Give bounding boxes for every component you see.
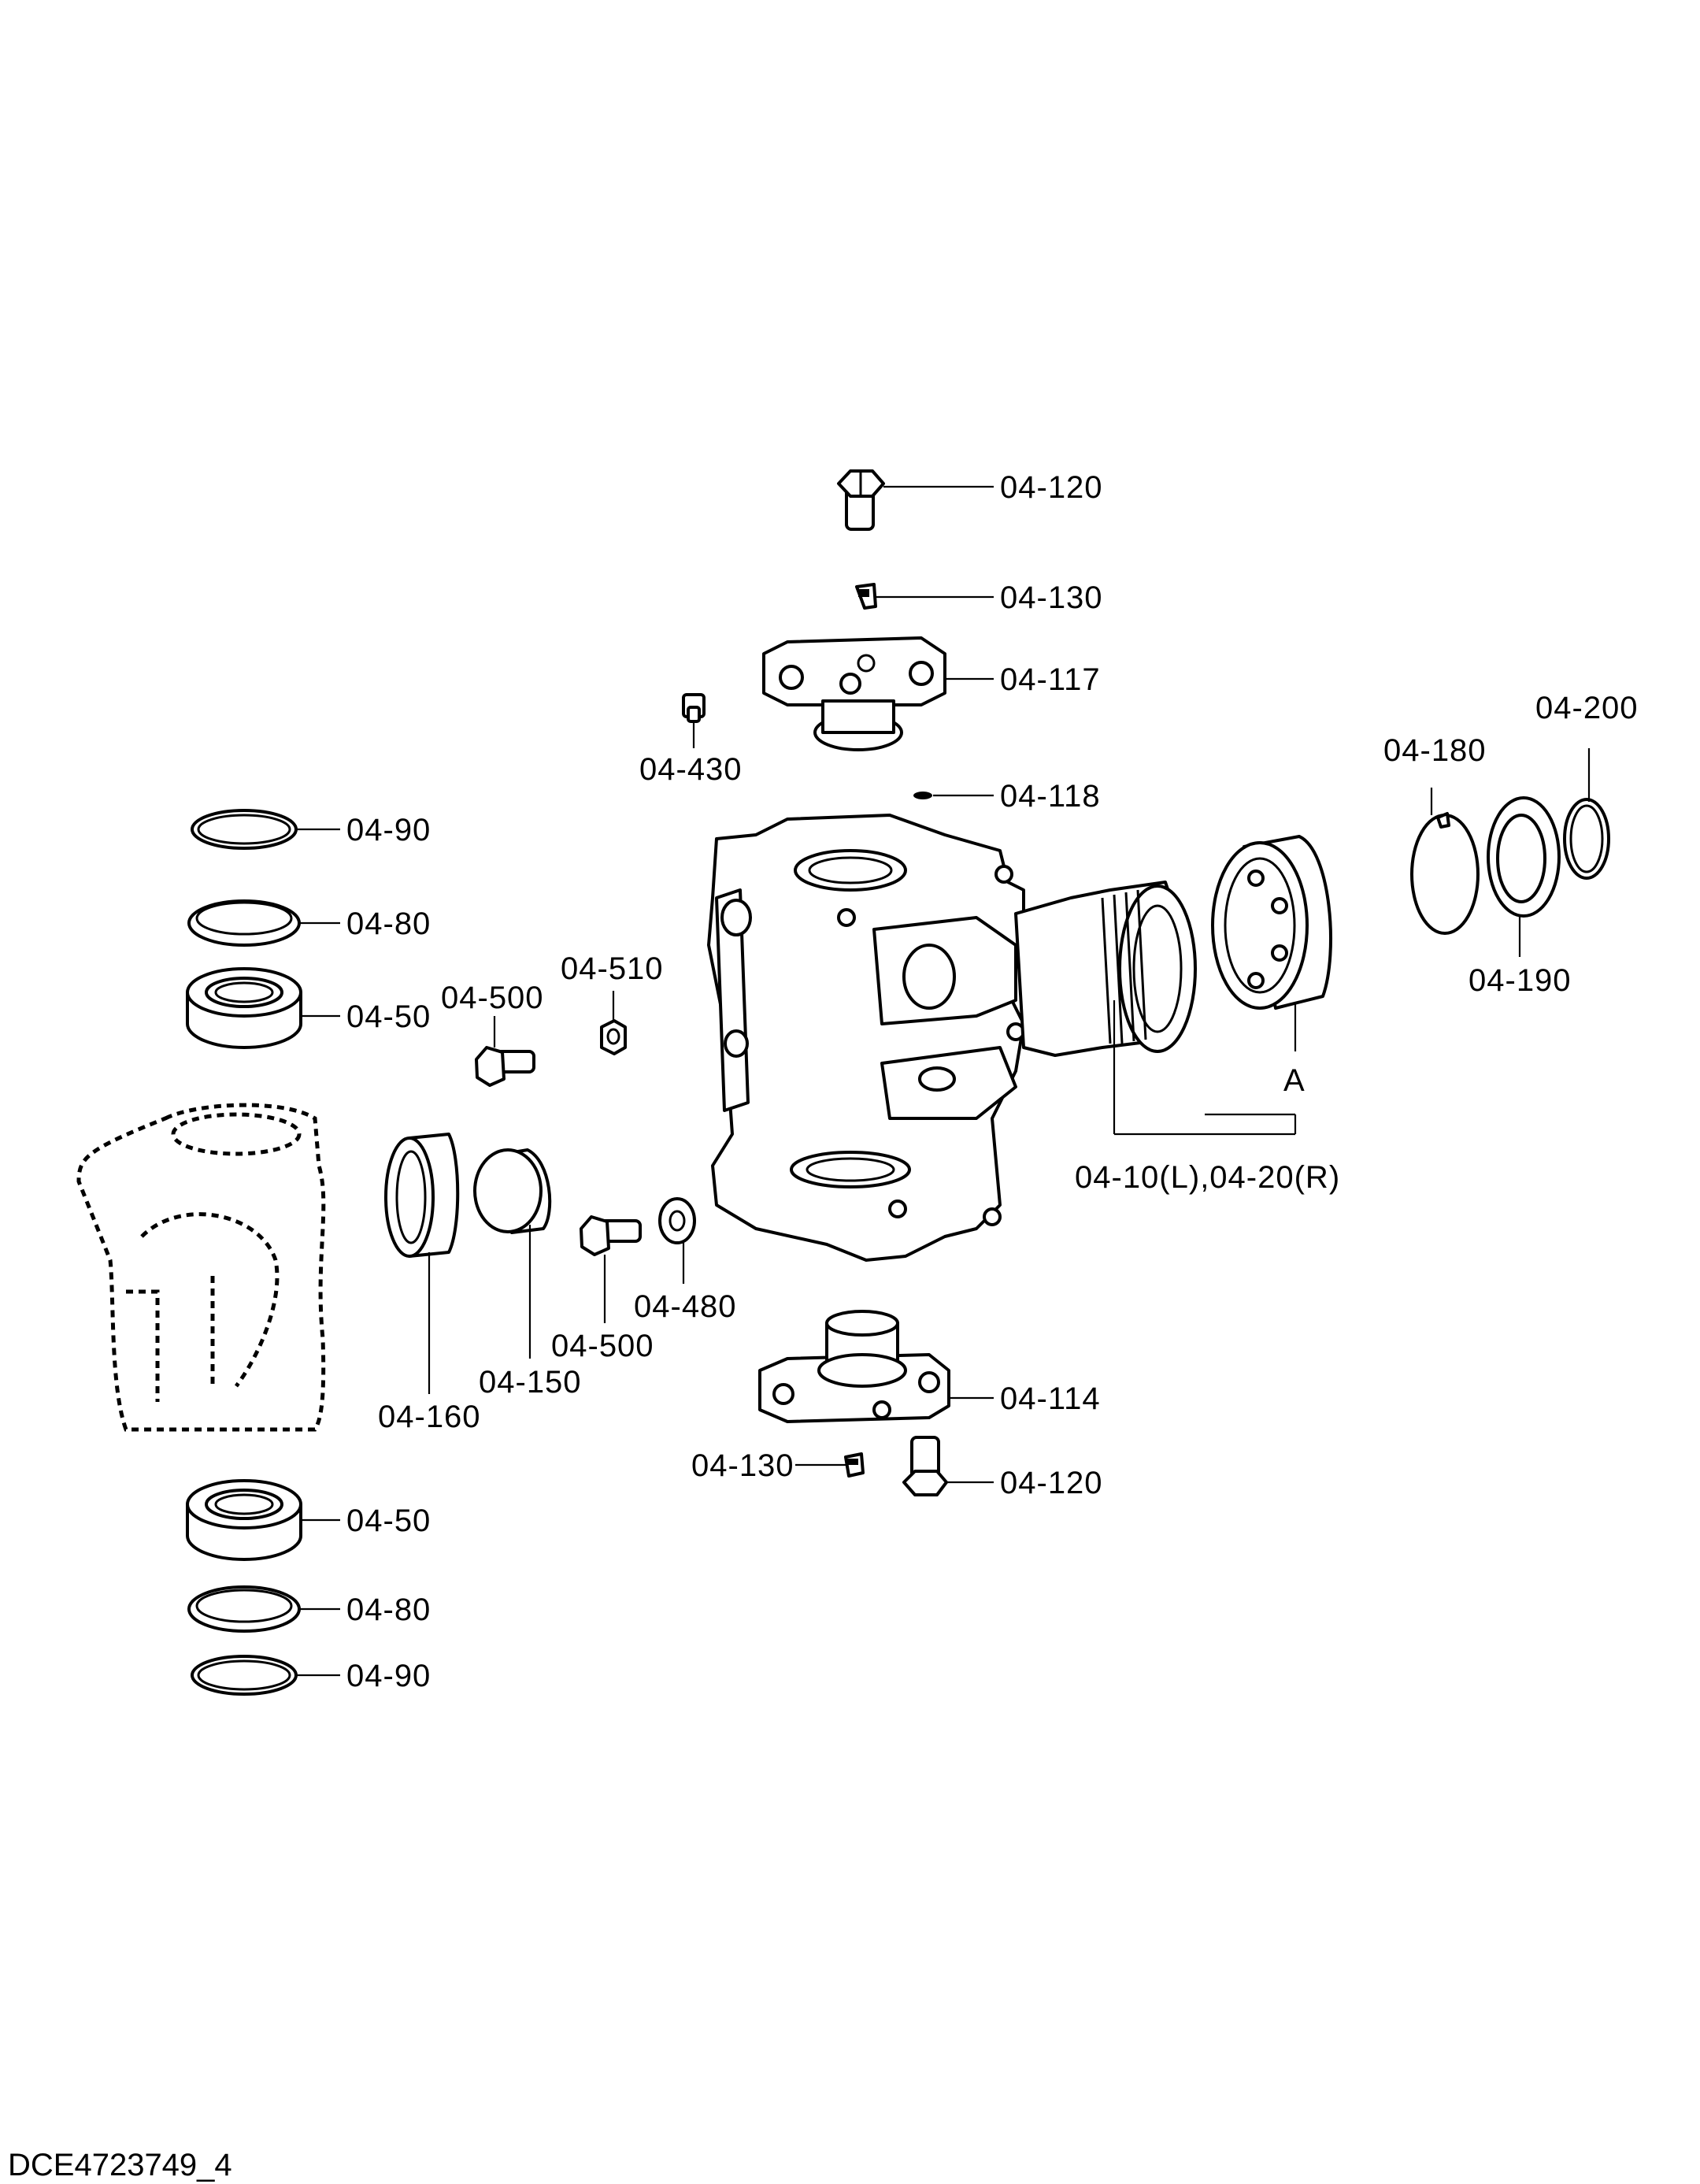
spacer-ring-part [1487,796,1561,918]
seal-ring-top-part [187,899,301,947]
callout-seal-ring-top: 04-80 [346,907,431,941]
callout-snap-ring: 04-200 [1535,691,1639,725]
washer-part [658,1197,696,1244]
bolt-mid-upper-part [475,1046,535,1087]
breather-part [682,693,706,723]
o-ring-top-part [191,809,298,850]
callout-bolt-mid-upper: 04-500 [441,981,544,1015]
callout-shaft-seal: 04-160 [378,1400,481,1434]
thrust-washer-part [1410,812,1480,935]
o-ring-bottom-part [191,1655,298,1696]
document-id: DCE4723749_4 [8,2148,232,2182]
grease-nipple-bottom-part [844,1452,865,1478]
callout-grease-nipple-top: 04-130 [1000,580,1103,615]
spindle-splines [1101,889,1147,1044]
bolt-bottom-part [902,1436,948,1496]
bolt-mid-lower-part [580,1215,642,1256]
callout-thrust-washer: 04-180 [1383,733,1487,768]
lower-king-pin-cap-part [758,1310,950,1423]
callout-spacer-ring: 04-190 [1469,963,1572,998]
callout-washer: 04-480 [634,1289,737,1324]
shaft-seal-part [384,1133,460,1258]
steering-knuckle-part [707,814,1197,1262]
bearing-top-part [186,967,302,1049]
callout-bearing-bottom: 04-50 [346,1504,431,1538]
shim-part [913,792,932,799]
callout-o-ring-bottom: 04-90 [346,1659,431,1693]
callout-shim: 04-118 [1000,779,1101,814]
leader-lines [296,485,1591,1677]
grease-nipple-top-part [855,583,877,610]
callout-reference-a: A [1283,1063,1306,1098]
callout-steering-knuckle: 04-10(L),04-20(R) [1075,1160,1340,1195]
nut-part [600,1019,627,1055]
callout-bolt-mid-lower: 04-500 [551,1329,654,1363]
bushing-part [473,1148,552,1234]
callout-bolt-top: 04-120 [1000,470,1103,505]
axle-housing-outline [76,1103,326,1432]
callout-upper-king-pin-cap: 04-117 [1000,662,1101,697]
callout-bushing: 04-150 [479,1365,582,1400]
callout-bolt-bottom: 04-120 [1000,1466,1103,1500]
callout-nut: 04-510 [561,951,664,986]
callout-breather: 04-430 [639,752,743,787]
callout-bearing-top: 04-50 [346,999,431,1034]
bolt-top-part [837,469,885,531]
callout-grease-nipple-bottom: 04-130 [691,1448,794,1483]
bearing-cone-a-part [1211,835,1332,1010]
callout-lower-king-pin-cap: 04-114 [1000,1381,1101,1416]
callout-seal-ring-bottom: 04-80 [346,1593,431,1627]
seal-ring-bottom-part [187,1585,301,1633]
upper-king-pin-cap-part [762,636,946,751]
callout-o-ring-top: 04-90 [346,813,431,847]
snap-ring-part [1563,798,1610,880]
bearing-bottom-part [186,1479,302,1561]
